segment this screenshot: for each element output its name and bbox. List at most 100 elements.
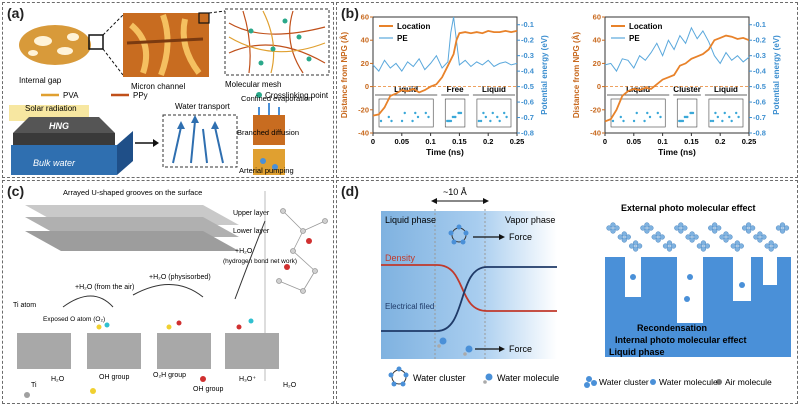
zoom-line [208,10,226,14]
snapshot-molecule [414,111,417,115]
plot-frame [372,16,518,134]
snapshot-molecule [482,111,485,115]
y2-tick-label: -0.5 [753,82,766,91]
snapshot-molecule [635,111,638,115]
snapshot-molecule [484,115,488,119]
cluster-bead [637,243,643,249]
y-tick-label: 60 [361,13,369,22]
snapshot-molecule [632,119,636,123]
cluster-bead [768,240,774,246]
snapshot-molecule [716,115,720,119]
legend-oh-group-2: OH group [193,386,223,393]
cluster-bead [768,246,774,252]
snapshot-molecule [730,119,733,123]
cluster-bead [640,225,646,231]
y2-tick-label: -0.4 [753,67,767,76]
y-tick-label: 0 [597,82,601,91]
internal-gap-label: Internal gap [19,76,62,85]
cluster-cloud [606,222,790,252]
snapshot-molecule [735,111,738,115]
y2-axis-label: Potential energy (eV) [772,35,781,115]
y-tick-label: 40 [361,36,369,45]
cluster-bead [614,225,620,231]
panel-b-label: (b) [341,5,359,21]
cluster-bead [723,231,729,237]
snapshot-molecule [505,115,508,119]
cluster-bead [606,225,612,231]
molecular-mesh-zoom [224,8,330,76]
cluster-bead [648,225,654,231]
y-axis-label: Distance from NPG (Å) [572,32,581,119]
x-tick-label: 0.05 [394,137,409,146]
cluster-bead [746,228,752,234]
cluster-bead [678,228,684,234]
liquid-phase-label: Liquid phase [385,215,436,225]
cluster-bead [651,234,657,240]
cluster-bead [633,240,639,246]
panel-a: (a) Internal gap PVA PPy Micron channel [2,2,334,178]
distance-label: ~10 Å [443,187,467,197]
y2-tick-label: -0.1 [753,20,766,29]
upper-layer-label: Upper layer [233,210,270,217]
cluster-bead [779,222,786,228]
legend-water-cluster-left: Water cluster [413,373,466,383]
cluster-bead [617,234,623,240]
snapshot-molecule [459,111,463,115]
x-tick-label: 0 [603,137,607,146]
y2-tick-label: -0.4 [521,67,535,76]
cluster-bead [738,243,744,249]
zoom-line [102,48,124,76]
h2o-phys-label: +H₂O (physisorbed) [149,274,211,281]
y2-tick-label: -0.8 [521,129,534,138]
crosslinking-point-label: Crosslinking point [265,91,329,100]
legend-air-molecule: Air molecule [725,377,772,387]
crosslinking-point-marker [256,92,262,98]
cluster-bead [764,243,770,249]
electrical-field-label: Electrical filed [385,302,434,311]
cluster-bead [693,234,699,240]
y-tick-label: 20 [593,59,601,68]
y2-tick-label: -0.3 [521,51,534,60]
x-tick-label: 0.15 [684,137,699,146]
snapshot-molecule [728,115,731,119]
snapshot-molecule [491,111,494,115]
vapor-phase-label: Vapor phase [505,215,555,225]
legend-water-molecule-right: Water molecule [659,377,718,387]
cluster-bead [682,225,688,231]
snapshot-molecule [709,119,713,123]
liquid-gradient-region [381,211,557,359]
y-tick-label: -40 [590,129,601,138]
cluster-bead [696,243,703,249]
hng-label: HNG [49,121,69,131]
legend-location-label: Location [397,22,430,31]
upper-layer-slab [25,205,239,251]
cluster-bead [610,222,616,228]
cluster-bead [644,228,650,234]
grooves-title: Arrayed U-shaped grooves on the surface [63,188,202,197]
cluster-bead [621,231,627,237]
snapshot-molecule [691,111,695,115]
cluster-bead [712,222,718,228]
cluster-bead [662,243,669,249]
cluster-bead [678,222,684,228]
snapshot-molecule [496,115,499,119]
y2-tick-label: -0.7 [521,113,534,122]
cluster-bead [666,246,673,252]
snapshot-molecule [427,115,430,119]
cluster-bead [670,243,677,249]
snapshot-molecule [416,115,420,119]
water-cluster-icon [448,224,469,245]
x-tick-label: 0.2 [715,137,725,146]
cluster-bead [704,243,711,249]
snapshot-molecule [489,119,492,123]
y-axis-label: Distance from NPG (Å) [340,32,349,119]
cluster-bead [610,228,616,234]
ppy-label: PPy [133,91,148,100]
snapshot-molecule [387,115,390,119]
legend-pe-label: PE [629,34,640,43]
snapshot-molecule [643,119,646,123]
panel-a-label: (a) [7,5,25,21]
cluster-bead [621,237,627,243]
cluster-bead [750,225,756,231]
